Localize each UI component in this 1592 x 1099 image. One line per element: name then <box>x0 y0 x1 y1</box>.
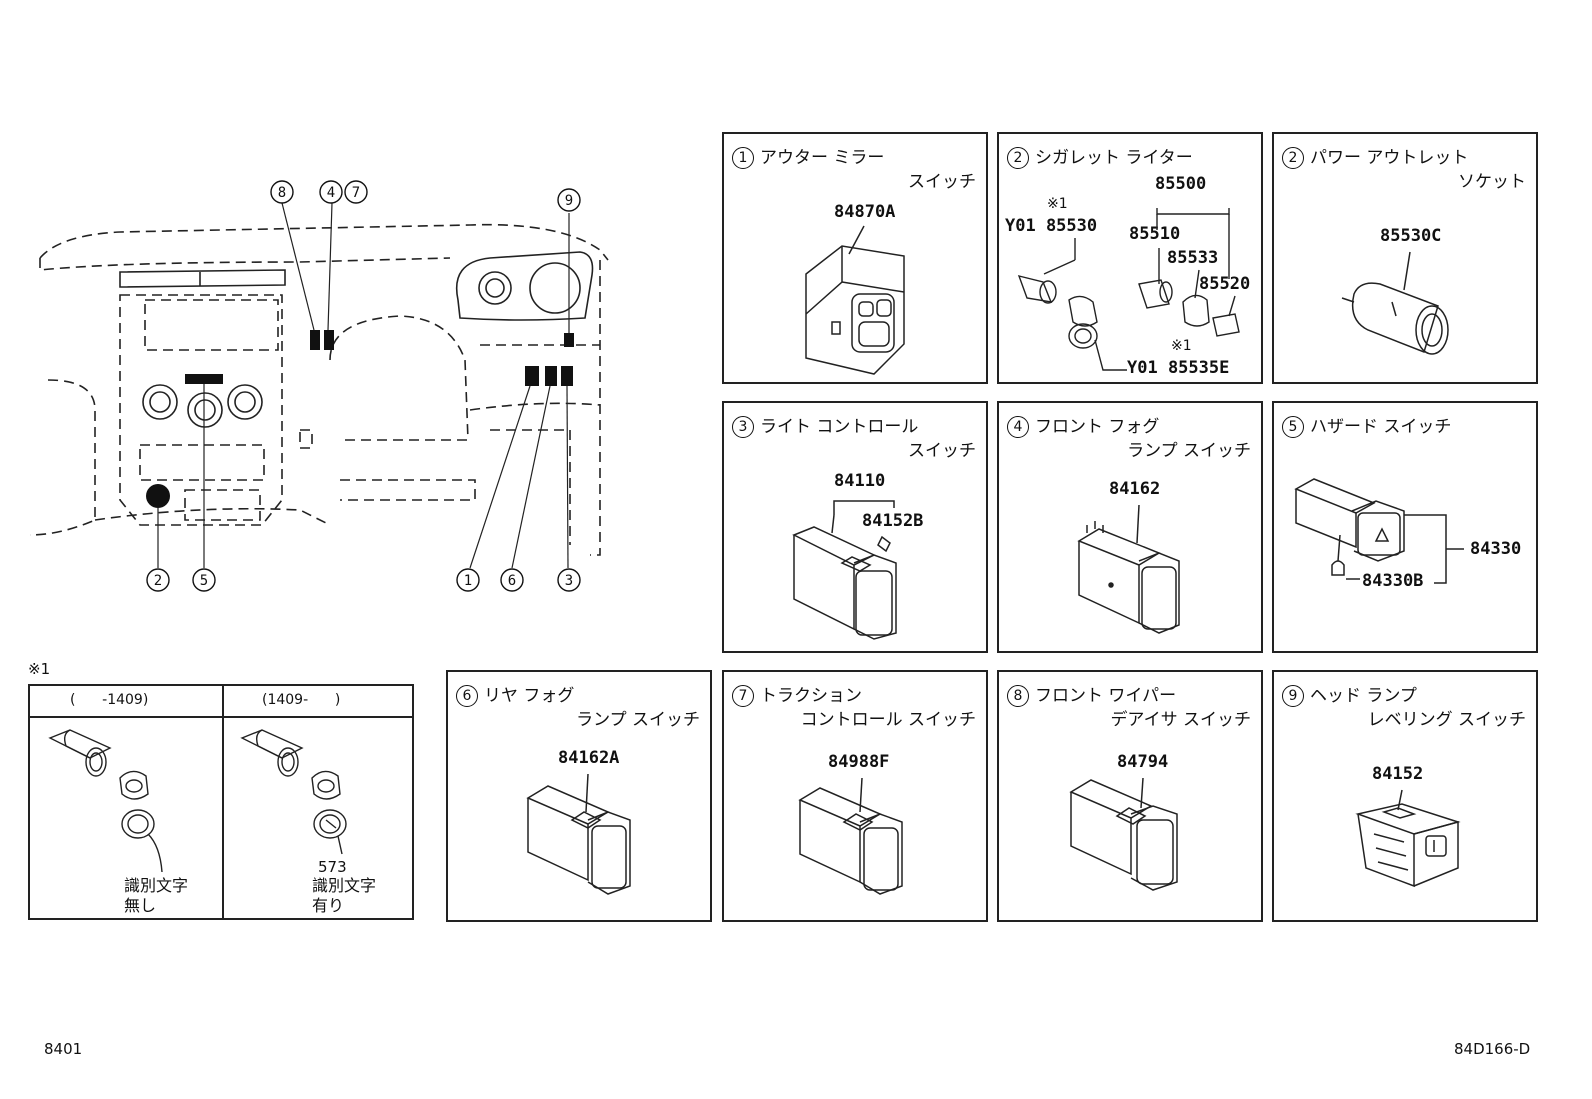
svg-text:9: 9 <box>565 193 573 209</box>
svg-text:1: 1 <box>464 573 472 589</box>
part-number: Y01 85535E <box>1127 358 1230 378</box>
variant-header-after: (1409- ) <box>262 692 341 708</box>
svg-text:7: 7 <box>352 185 360 201</box>
front-wiper-deicer-switch-drawing <box>1069 777 1178 891</box>
svg-text:2: 2 <box>154 573 162 589</box>
part-number: 84330B <box>1362 571 1424 591</box>
note-mark: ※1 <box>1171 338 1192 354</box>
cigarette-lighter-drawing <box>1017 208 1240 371</box>
inset-header-line <box>30 716 412 718</box>
page-code-right: 84D166-D <box>1454 1040 1531 1058</box>
dashboard-overview: 8 4 7 9 2 5 1 6 3 <box>29 180 609 592</box>
svg-text:6: 6 <box>508 573 516 589</box>
light-control-switch-drawing <box>792 500 897 640</box>
box-title-line2: デアイサ スイッチ <box>1110 710 1251 730</box>
part-number: 84152B <box>862 511 924 531</box>
svg-text:8: 8 <box>278 185 286 201</box>
power-outlet-socket-drawing <box>1341 251 1449 355</box>
part-number: 84330 <box>1470 539 1522 559</box>
part-number: 84162 <box>1109 479 1161 499</box>
part-number: 84870A <box>834 202 896 222</box>
box-title-line2: ソケット <box>1458 172 1526 192</box>
inset-variant-table: ( -1409) (1409- ) 識別文字 無し 573 識別文字 有り <box>28 684 414 920</box>
inset-mark: ※1 <box>28 660 51 678</box>
box-title-line2: コントロール スイッチ <box>800 710 976 730</box>
part-number: 84110 <box>834 471 886 491</box>
part-number: 85500 <box>1155 174 1207 194</box>
box-title-line2: ランプ スイッチ <box>576 710 700 730</box>
part-number: 84162A <box>558 748 620 768</box>
variant-note-without-mark: 識別文字 無し <box>124 876 189 915</box>
part-number: 84988F <box>828 752 890 772</box>
box-title-line2: スイッチ <box>908 441 976 461</box>
part-number: 84152 <box>1372 764 1424 784</box>
part-number: 84794 <box>1117 752 1169 772</box>
part-number: 85530C <box>1380 226 1442 246</box>
box-title-line2: スイッチ <box>908 172 976 192</box>
part-number: 85533 <box>1167 248 1219 268</box>
front-fog-lamp-switch-drawing <box>1077 504 1180 634</box>
svg-text:4: 4 <box>327 185 335 201</box>
variant-header-before: ( -1409) <box>70 692 149 708</box>
rear-fog-lamp-switch-drawing <box>526 773 631 895</box>
hazard-switch-drawing <box>1294 478 1464 584</box>
part-number: 85510 <box>1129 224 1181 244</box>
inset-socket-drawings <box>48 729 347 873</box>
outer-mirror-switch-drawing <box>805 225 905 375</box>
identification-code: 573 <box>318 858 347 876</box>
traction-control-switch-drawing <box>798 777 903 895</box>
svg-text:3: 3 <box>565 573 573 589</box>
box-title-line2: レベリング スイッチ <box>1367 710 1526 730</box>
part-number: 85520 <box>1199 274 1251 294</box>
part-number: Y01 85530 <box>1005 216 1098 236</box>
page-code-left: 8401 <box>44 1040 83 1058</box>
headlamp-leveling-switch-drawing <box>1355 789 1461 888</box>
box-title-line2: ランプ スイッチ <box>1127 441 1251 461</box>
svg-text:5: 5 <box>200 573 208 589</box>
note-mark: ※1 <box>1047 196 1068 212</box>
inset-divider <box>222 686 224 918</box>
variant-note-with-mark: 識別文字 有り <box>312 876 377 915</box>
